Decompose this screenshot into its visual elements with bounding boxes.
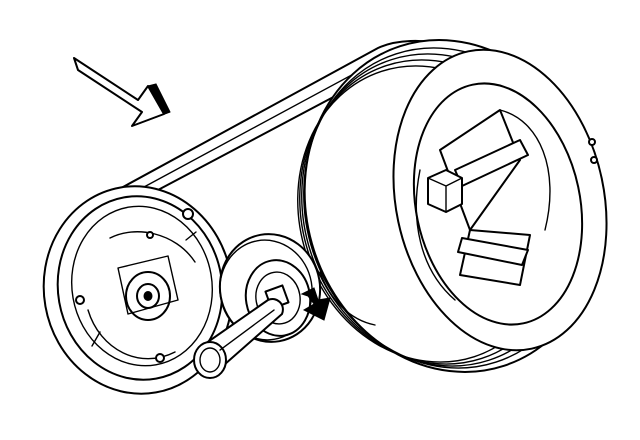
rotation-direction-arrow <box>300 287 331 321</box>
view-direction-arrow <box>73 57 171 127</box>
breaker-bar-tool <box>193 298 284 379</box>
drive-belt-lower-run <box>319 271 376 326</box>
crankshaft-pulley <box>297 39 608 373</box>
